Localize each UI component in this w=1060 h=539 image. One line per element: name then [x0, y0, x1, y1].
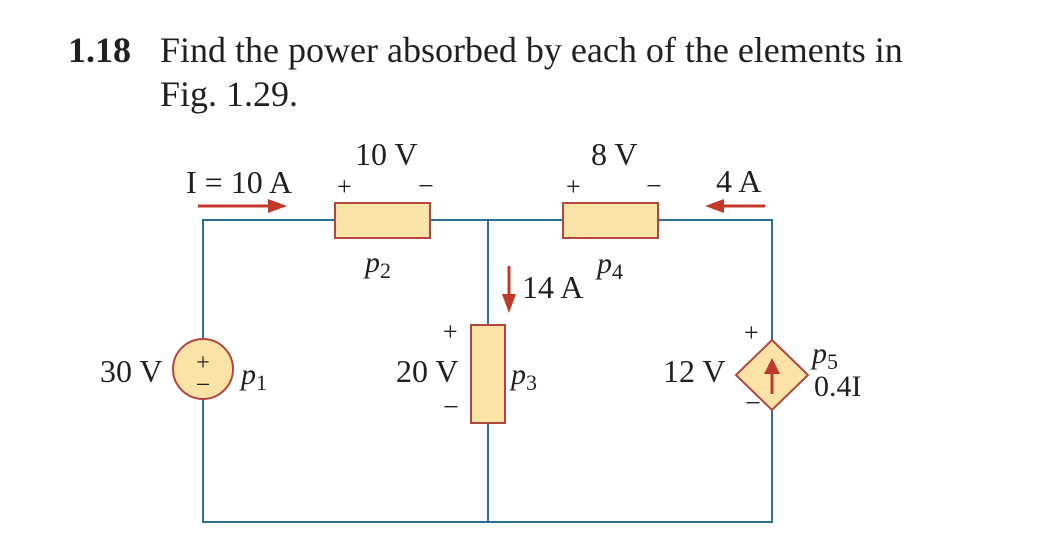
label-current-4a: 4 A: [716, 163, 761, 199]
current-arrow-10a-icon: [198, 199, 287, 213]
circuit-wires: [202, 219, 773, 523]
current-arrow-4a-icon: [705, 199, 765, 213]
label-p4: p4: [595, 247, 623, 284]
element-p2-box: [334, 202, 431, 239]
wire-right-top: [658, 219, 773, 340]
element-p3-box: [470, 324, 506, 424]
wire-bottom: [202, 400, 773, 523]
label-p2: p2: [363, 246, 391, 283]
problem-statement: 1.18 Find the power absorbed by each of t…: [68, 28, 903, 116]
label-p5-plus: +: [744, 318, 759, 347]
label-p5-minus: −: [745, 388, 761, 419]
wire-left-top: [202, 219, 335, 338]
label-dependent-value: 0.4I: [814, 370, 862, 403]
voltage-source-circle: [172, 338, 234, 400]
label-current-14a: 14 A: [522, 269, 583, 305]
label-current-10a: I = 10 A: [186, 164, 292, 200]
label-p2-minus: −: [418, 171, 434, 202]
label-voltage-8v: 8 V: [591, 136, 638, 172]
current-arrow-14a-icon: [502, 266, 516, 313]
label-p4-minus: −: [646, 171, 662, 202]
source-plus-sign: +: [196, 350, 210, 376]
label-voltage-30v: 30 V: [100, 353, 163, 389]
label-p5: p5: [810, 337, 838, 374]
label-p4-plus: +: [566, 172, 581, 201]
problem-text-line2: Fig. 1.29.: [160, 74, 299, 114]
label-voltage-12v: 12 V: [663, 353, 726, 389]
label-p2-plus: +: [337, 172, 352, 201]
source-minus-sign: −: [196, 370, 211, 399]
label-p1: p1: [239, 358, 267, 395]
label-p3-minus: −: [443, 392, 459, 423]
label-p3-plus: +: [443, 317, 458, 346]
element-p4-box: [562, 202, 659, 239]
dependent-source-arrow-icon: [764, 358, 780, 394]
label-p3: p3: [509, 358, 537, 395]
problem-number: 1.18: [68, 30, 131, 70]
problem-text-line1: Find the power absorbed by each of the e…: [160, 30, 903, 70]
label-voltage-20v: 20 V: [396, 353, 459, 389]
label-voltage-10v: 10 V: [355, 136, 418, 172]
